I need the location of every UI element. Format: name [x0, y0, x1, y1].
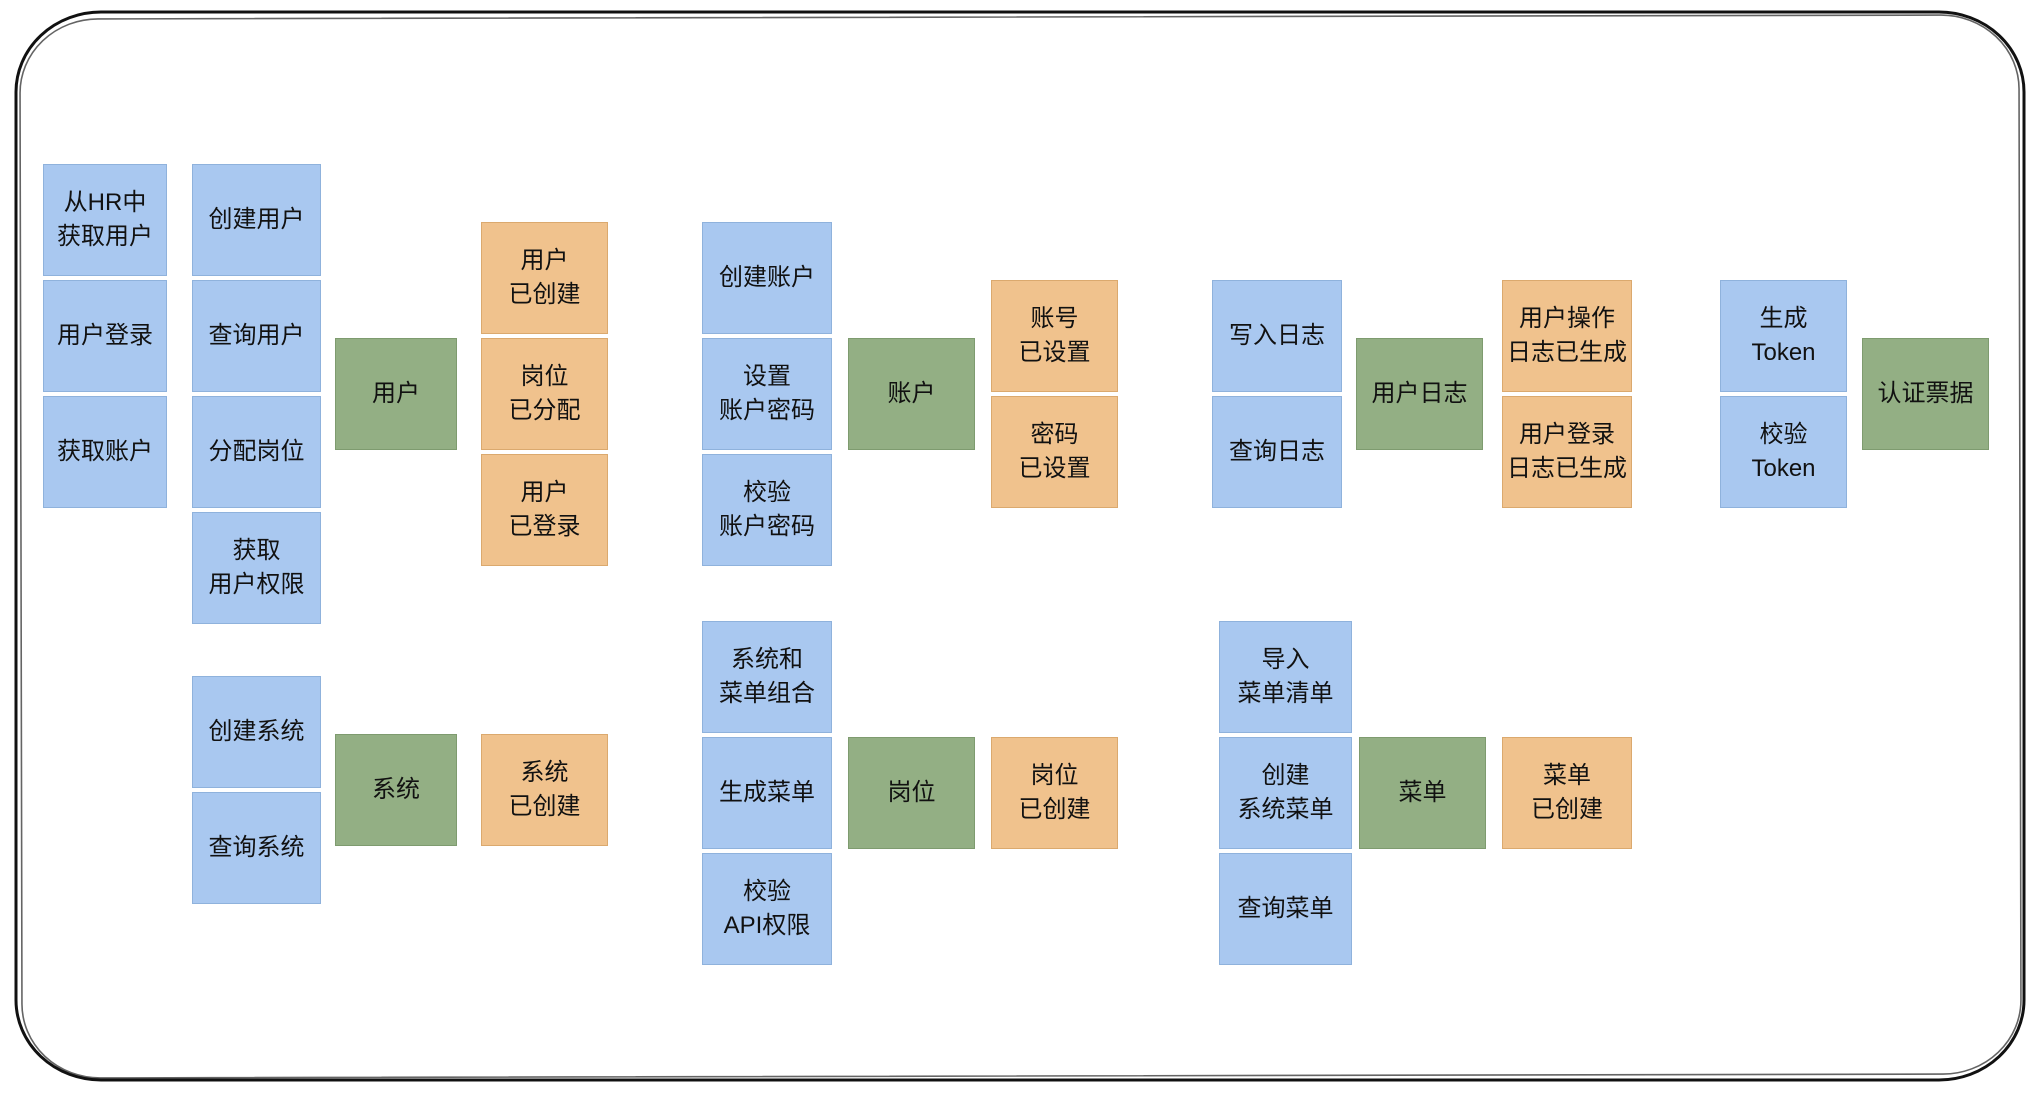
node-get-account[interactable]: 获取账户: [43, 396, 167, 508]
node-auth-ticket-aggregate[interactable]: 认证票据: [1862, 338, 1989, 450]
node-verify-api-permission[interactable]: 校验 API权限: [702, 853, 832, 965]
node-query-user[interactable]: 查询用户: [192, 280, 321, 392]
node-menu-aggregate[interactable]: 菜单: [1359, 737, 1486, 849]
node-query-log[interactable]: 查询日志: [1212, 396, 1342, 508]
node-menu-created-event[interactable]: 菜单 已创建: [1502, 737, 1632, 849]
node-password-set-event[interactable]: 密码 已设置: [991, 396, 1118, 508]
node-position-aggregate[interactable]: 岗位: [848, 737, 975, 849]
node-set-account-password[interactable]: 设置 账户密码: [702, 338, 832, 450]
node-query-menu[interactable]: 查询菜单: [1219, 853, 1352, 965]
node-system-menu-combination[interactable]: 系统和 菜单组合: [702, 621, 832, 733]
node-generate-menu[interactable]: 生成菜单: [702, 737, 832, 849]
node-assign-position[interactable]: 分配岗位: [192, 396, 321, 508]
node-verify-token[interactable]: 校验 Token: [1720, 396, 1847, 508]
node-system-created-event[interactable]: 系统 已创建: [481, 734, 608, 846]
node-verify-account-password[interactable]: 校验 账户密码: [702, 454, 832, 566]
node-create-user[interactable]: 创建用户: [192, 164, 321, 276]
node-system-aggregate[interactable]: 系统: [335, 734, 457, 846]
node-get-user-permissions[interactable]: 获取 用户权限: [192, 512, 321, 624]
node-user-created-event[interactable]: 用户 已创建: [481, 222, 608, 334]
node-query-system[interactable]: 查询系统: [192, 792, 321, 904]
node-user-aggregate[interactable]: 用户: [335, 338, 457, 450]
node-user-logged-in-event[interactable]: 用户 已登录: [481, 454, 608, 566]
node-generate-token[interactable]: 生成 Token: [1720, 280, 1847, 392]
node-user-login-log-generated-event[interactable]: 用户登录 日志已生成: [1502, 396, 1632, 508]
node-create-account[interactable]: 创建账户: [702, 222, 832, 334]
node-fetch-user-from-hr[interactable]: 从HR中 获取用户: [43, 164, 167, 276]
node-position-assigned-event[interactable]: 岗位 已分配: [481, 338, 608, 450]
node-user-login[interactable]: 用户登录: [43, 280, 167, 392]
node-position-created-event[interactable]: 岗位 已创建: [991, 737, 1118, 849]
node-user-operation-log-generated-event[interactable]: 用户操作 日志已生成: [1502, 280, 1632, 392]
node-create-system-menu[interactable]: 创建 系统菜单: [1219, 737, 1352, 849]
node-user-log-aggregate[interactable]: 用户日志: [1356, 338, 1483, 450]
node-account-aggregate[interactable]: 账户: [848, 338, 975, 450]
node-write-log[interactable]: 写入日志: [1212, 280, 1342, 392]
node-account-number-set-event[interactable]: 账号 已设置: [991, 280, 1118, 392]
node-import-menu-list[interactable]: 导入 菜单清单: [1219, 621, 1352, 733]
node-create-system[interactable]: 创建系统: [192, 676, 321, 788]
